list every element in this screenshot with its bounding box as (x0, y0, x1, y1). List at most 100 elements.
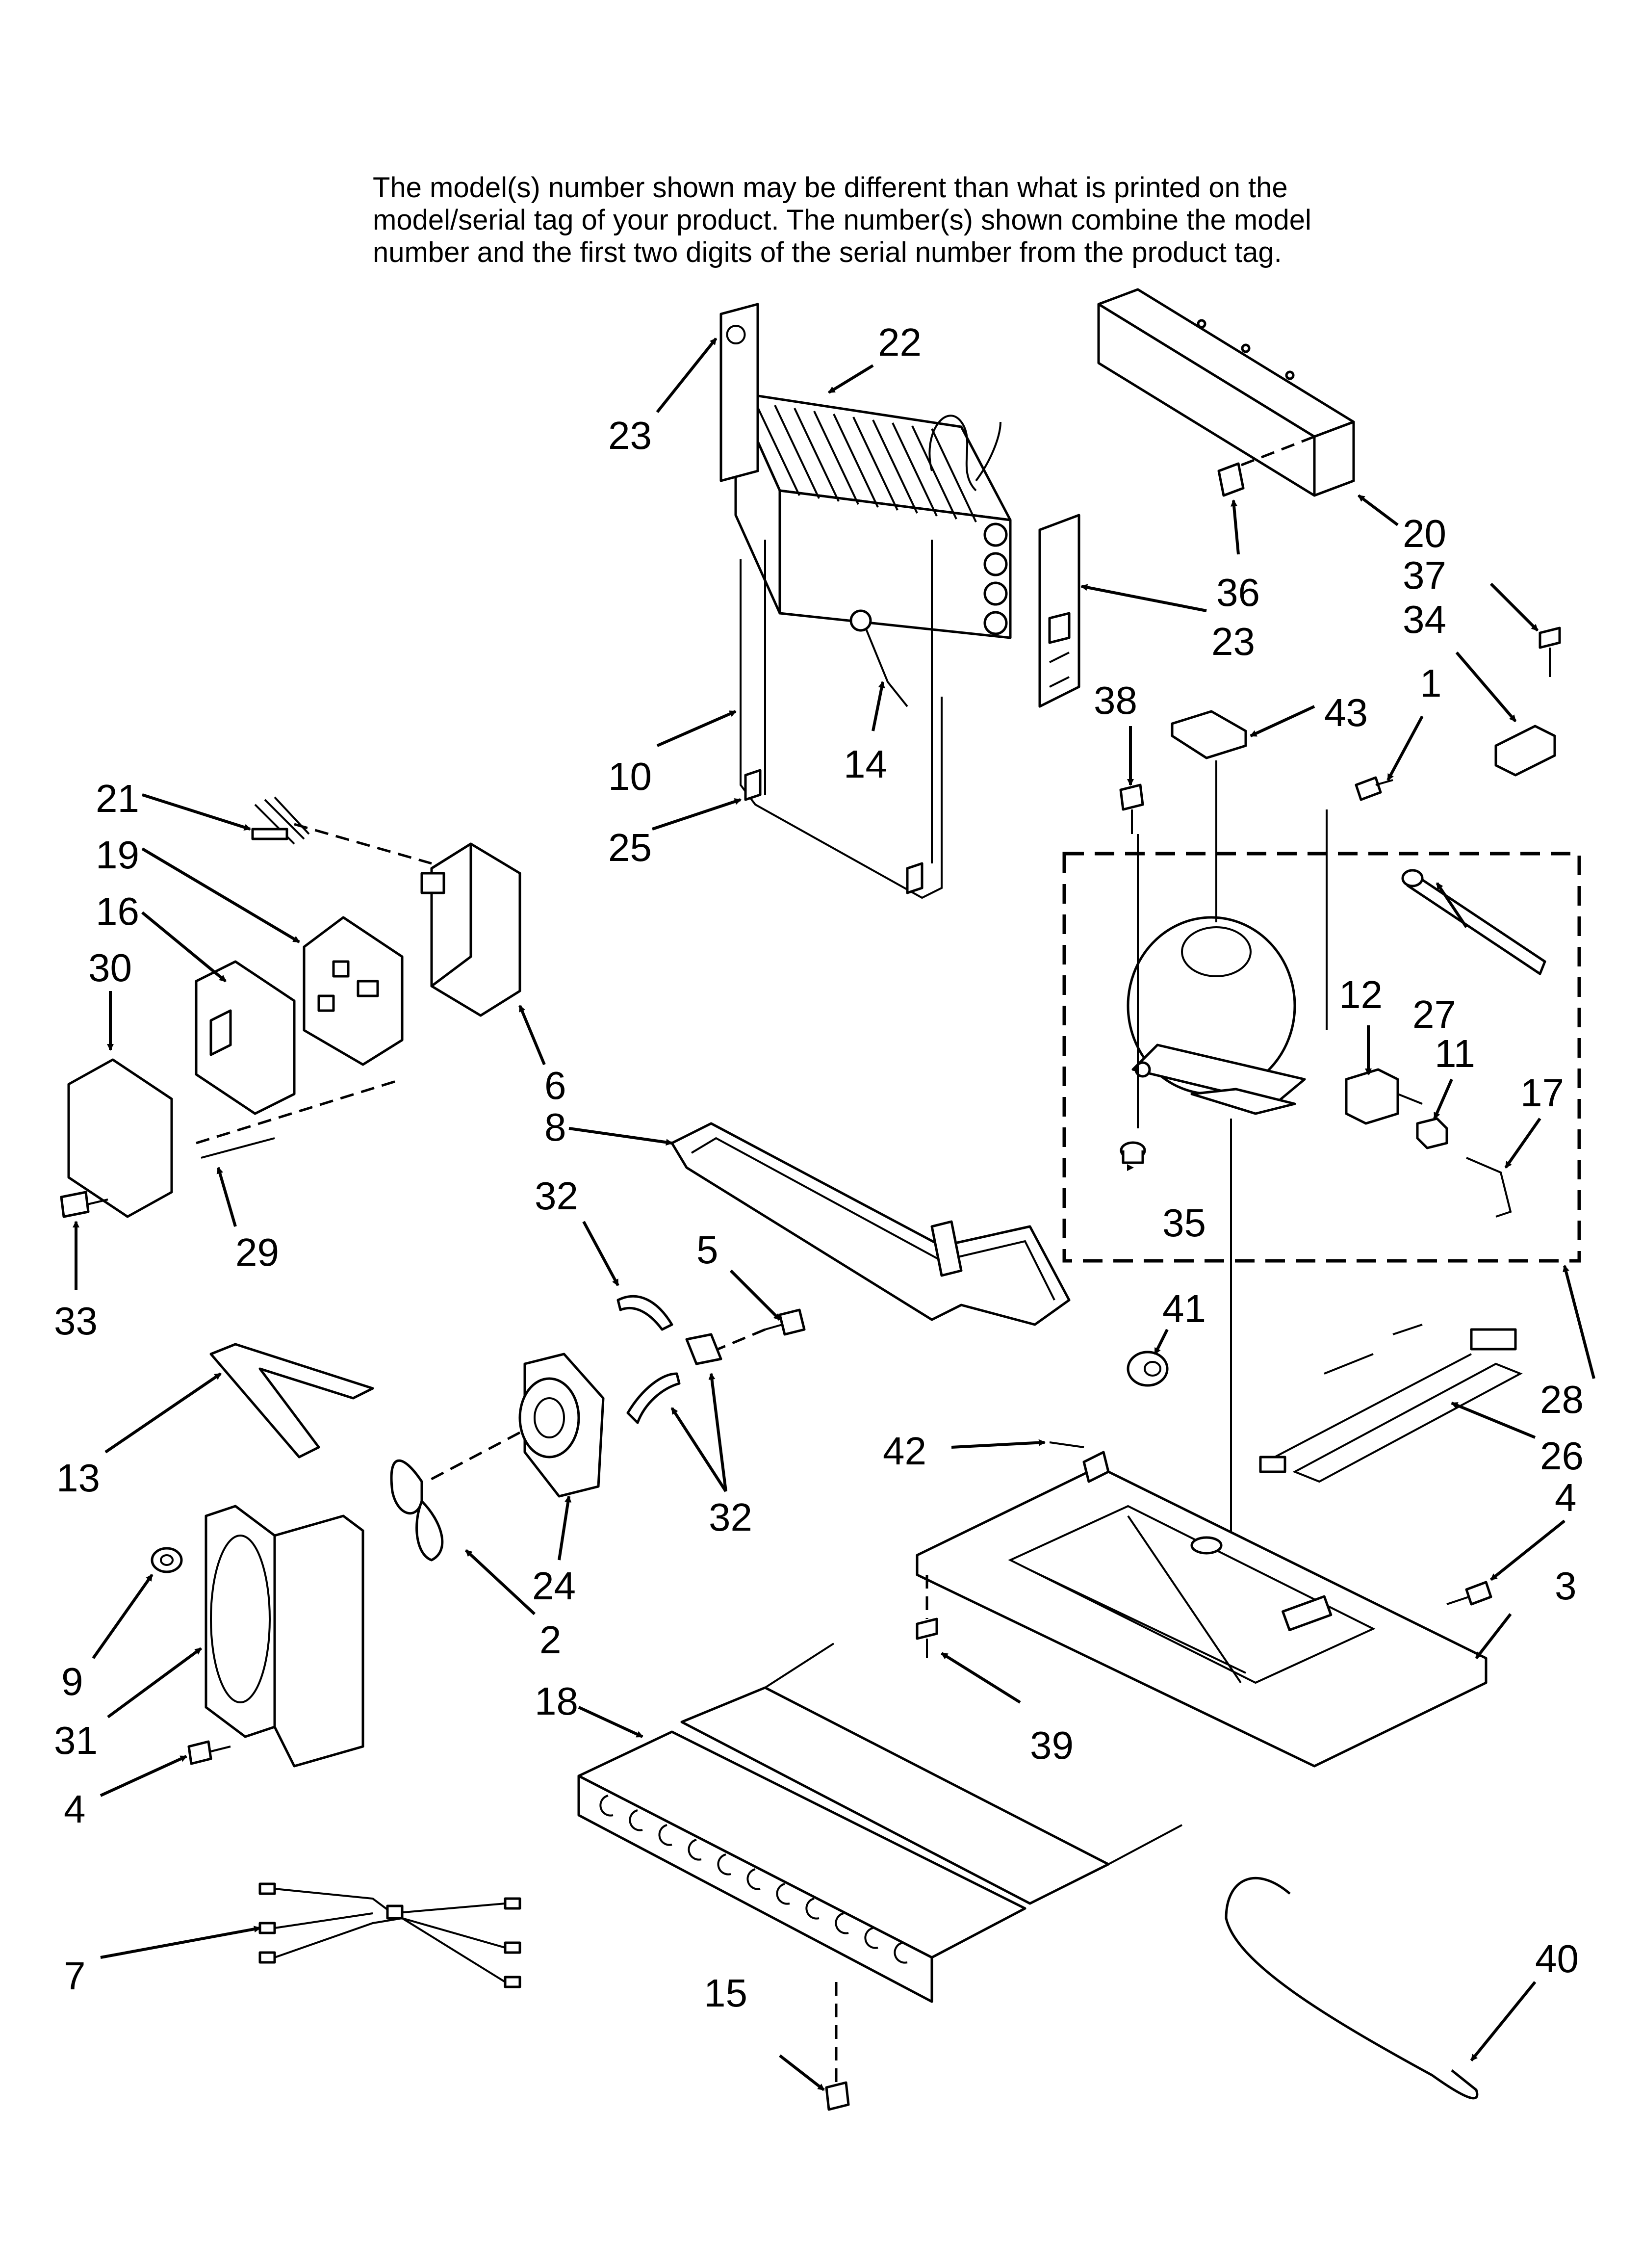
evaporator-side-bracket-right (1038, 514, 1080, 708)
callout-27: 27 (1412, 992, 1456, 1036)
callout-6: 6 (544, 1064, 566, 1107)
grommet-35 (1120, 1141, 1146, 1164)
callout-10: 10 (608, 755, 652, 798)
callout-36: 36 (1216, 571, 1260, 614)
callout-29: 29 (235, 1230, 279, 1274)
callout-13: 13 (56, 1456, 100, 1500)
gasket-13 (209, 1343, 374, 1459)
callout-22: 22 (878, 320, 922, 364)
callout-19: 19 (96, 833, 139, 877)
callout-28: 28 (1540, 1378, 1584, 1421)
callout-35: 35 (1162, 1201, 1206, 1245)
control-board (303, 916, 404, 1066)
cover-clip (1217, 462, 1245, 497)
callout-42: 42 (883, 1429, 926, 1473)
callout-2: 2 (539, 1618, 562, 1662)
condenser-coil (577, 1642, 1182, 2003)
cover-plate-30 (67, 1058, 173, 1218)
fan-motor (518, 1353, 605, 1498)
callout-30: 30 (88, 946, 132, 990)
callout-32-upper: 32 (535, 1174, 578, 1218)
valve-41 (1127, 1351, 1169, 1387)
callout-14: 14 (844, 742, 887, 786)
screw-4-left (187, 1740, 231, 1765)
screw-33 (60, 1191, 108, 1218)
start-relay (1345, 1068, 1423, 1125)
compressor-pad (1171, 710, 1247, 759)
callout-21: 21 (96, 777, 139, 820)
clip-17 (1466, 1157, 1512, 1218)
defrost-heater (740, 540, 943, 899)
callout-39: 39 (1030, 1723, 1074, 1767)
wire-harness-26 (1259, 1324, 1523, 1483)
callout-34: 34 (1403, 598, 1446, 641)
callout-40: 40 (1535, 1937, 1579, 1981)
control-dash (196, 1078, 403, 1145)
screw-37 (1539, 626, 1561, 677)
callout-11: 11 (1435, 1032, 1475, 1075)
clip-32-upper (616, 1295, 673, 1331)
callout-4-lower: 4 (64, 1787, 86, 1831)
harness-dash (294, 823, 432, 865)
filter-drier (1401, 869, 1546, 975)
pin-42 (1049, 1441, 1084, 1448)
overload-11 (1416, 1117, 1448, 1149)
compressor-group-box (1062, 852, 1581, 1263)
callout-17: 17 (1520, 1071, 1564, 1115)
leader-lines (73, 338, 1595, 2091)
wire-harness-7 (258, 1882, 521, 1988)
callout-23-lower: 23 (1211, 620, 1255, 663)
callout-18: 18 (535, 1679, 578, 1723)
callout-1: 1 (1420, 661, 1442, 705)
fan-blade (390, 1459, 444, 1562)
tube-loop-40 (1225, 1877, 1479, 2100)
grommet-9 (151, 1547, 183, 1573)
screw-1 (1355, 776, 1393, 801)
callout-41: 41 (1162, 1287, 1206, 1330)
foot-15 (825, 2081, 850, 2111)
screw-5 (765, 1308, 806, 1336)
callout-7: 7 (64, 1954, 86, 1998)
callout-3: 3 (1555, 1564, 1577, 1608)
callout-37: 37 (1403, 553, 1446, 597)
callout-16: 16 (96, 889, 139, 933)
callout-20: 20 (1403, 512, 1446, 555)
note-line-3: number and the first two digits of the s… (373, 236, 1282, 268)
callout-9: 9 (61, 1660, 83, 1703)
callout-32-lower: 32 (709, 1495, 752, 1539)
callout-38: 38 (1094, 678, 1137, 722)
callout-24: 24 (532, 1564, 576, 1608)
wire-harness-21 (251, 796, 310, 845)
motor-shaft-dash (426, 1431, 521, 1483)
fan-shroud (205, 1505, 364, 1768)
callout-33: 33 (54, 1299, 98, 1343)
callout-26: 26 (1540, 1434, 1584, 1478)
callout-15: 15 (704, 1971, 747, 2015)
note-line-1: The model(s) number shown may be differe… (373, 172, 1288, 204)
bracket-34 (1494, 725, 1556, 777)
control-housing (420, 842, 521, 1017)
compressor (1127, 916, 1306, 1115)
base-plate (916, 1451, 1488, 1768)
defrost-thermostat (849, 609, 908, 707)
callout-5: 5 (696, 1228, 718, 1272)
evaporator-coil (734, 391, 1012, 639)
evaporator-cover (1097, 288, 1355, 497)
callout-8: 8 (544, 1105, 566, 1149)
callout-23-upper: 23 (608, 414, 652, 457)
callout-43: 43 (1324, 691, 1368, 734)
clip-32-lower (626, 1333, 722, 1424)
board-bracket (195, 960, 296, 1115)
screw-4-right (1446, 1581, 1492, 1606)
evaporator-side-bracket-left (719, 303, 759, 482)
screw-29 (201, 1137, 275, 1159)
model-number-note: The model(s) number shown may be differe… (373, 172, 1501, 269)
callout-12: 12 (1339, 973, 1383, 1017)
note-line-2: model/serial tag of your product. The nu… (373, 204, 1311, 236)
callout-25: 25 (608, 826, 652, 869)
screw-38 (1119, 783, 1144, 834)
callout-31: 31 (54, 1719, 98, 1762)
callout-numbers: 22 23 23 20 36 37 34 38 43 1 10 14 25 21… (54, 320, 1584, 2015)
